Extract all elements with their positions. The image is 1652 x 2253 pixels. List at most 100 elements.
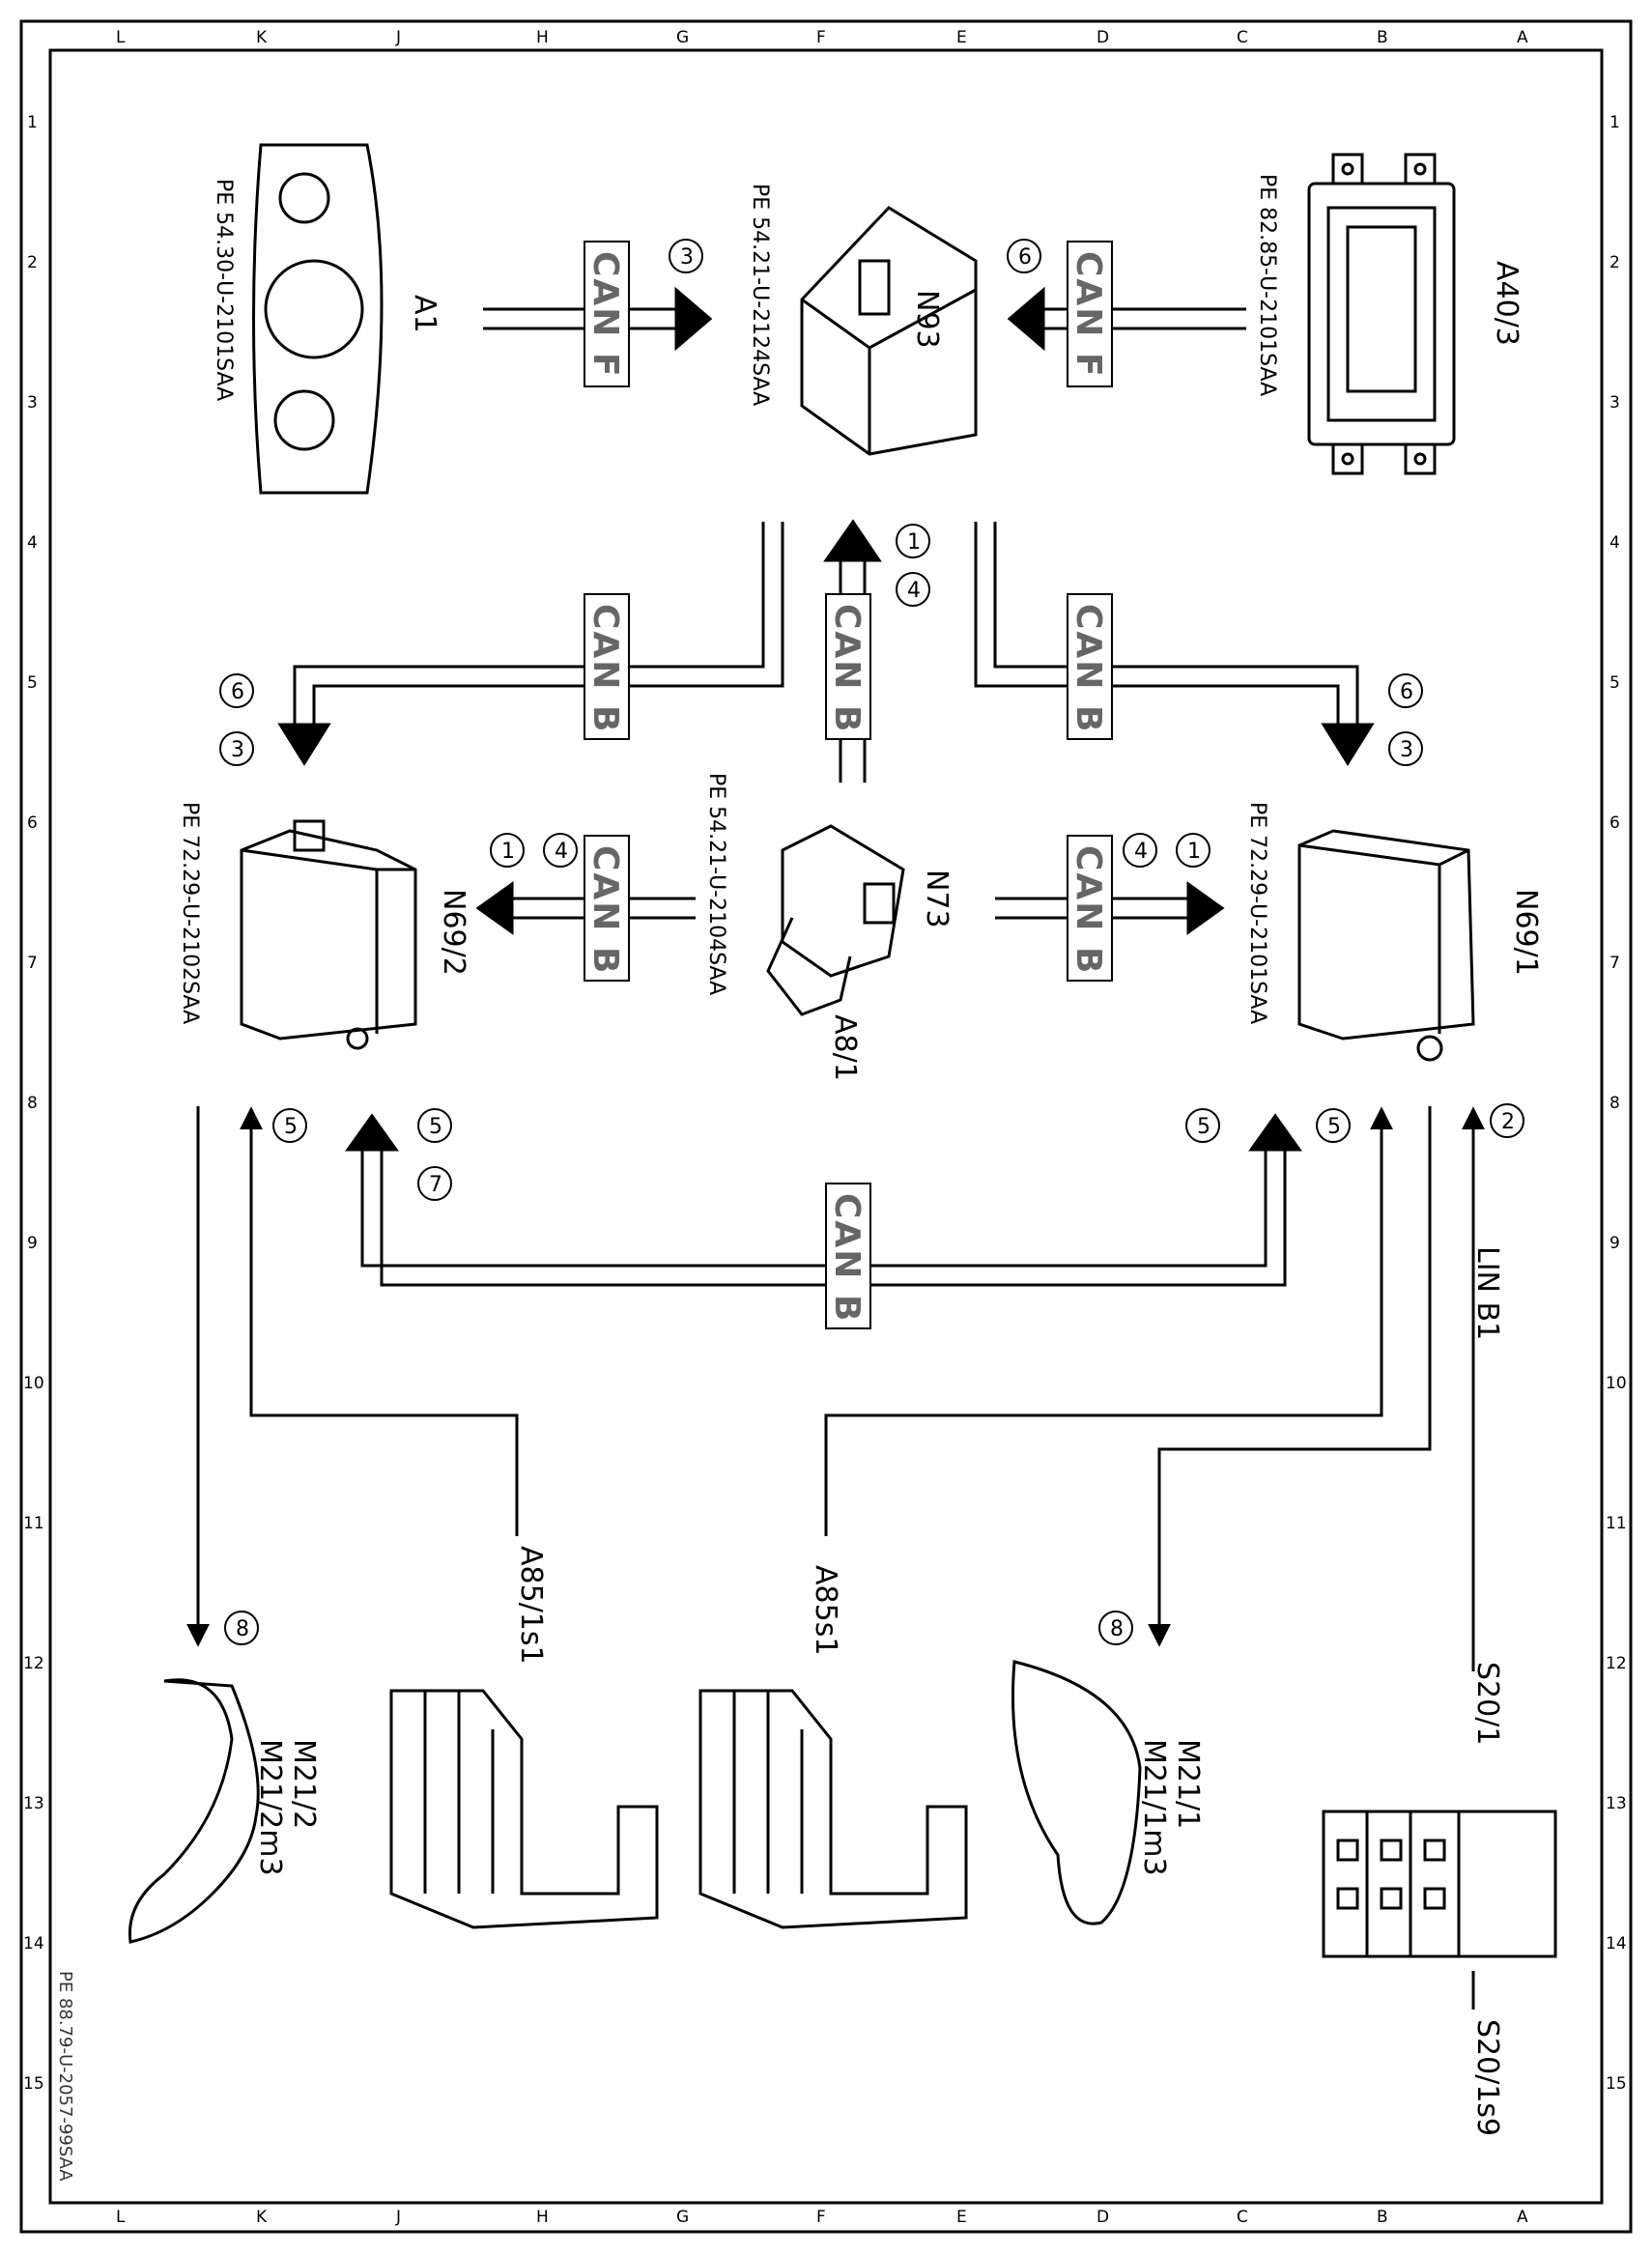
grid-row-label: 10 [1606,1374,1627,1393]
grid-row-label: 9 [1609,1234,1620,1253]
component-a85s1: A85s1 [698,1565,968,1929]
signal-4: 4 [907,579,921,603]
a1-code: A1 [408,295,441,333]
s20-1-unit-drawing [1322,1810,1557,1958]
grid-row-label: 11 [1606,1514,1627,1533]
can-b-mid-right-label: CAN B [1068,845,1108,975]
component-n69-2: N69/2 PE 72.29-U-2102SAA [178,802,470,1050]
arrow-can-f-a1-n93 [674,286,713,352]
grid-col-label: G [676,28,689,47]
inner-frame [48,48,1604,2205]
outer-frame [19,19,1633,2234]
a40-3-ref: PE 82.85-U-2101SAA [1255,174,1279,396]
drawing-id: PE 88.79-U-2057-99SAA [55,1971,75,2182]
grid-row-label: 1 [27,113,38,132]
connections [186,286,1485,2010]
grid-col-label: D [1097,28,1109,47]
can-b-upper-center-box [825,593,871,740]
grid-col-label: L [116,2208,126,2227]
grid-row-label: 7 [27,954,38,973]
n93-code: N93 [910,290,944,349]
arrow-can-b-to-n69-1 [1248,1113,1302,1152]
m21-1m3-code: M21/1m3 [1137,1739,1171,1876]
grid-col-label: L [116,28,126,47]
signal-5: 5 [1197,1115,1211,1139]
arrow-can-b-n93-n69-1 [1321,723,1375,766]
grid-rows: 1 2 3 4 5 6 7 8 9 10 11 12 13 14 15 1 2 … [23,113,1627,2094]
grid-row-label: 6 [1609,813,1620,833]
arrow-can-f-a40-n93 [1007,286,1045,352]
signal-3: 3 [680,245,694,270]
grid-row-label: 13 [23,1794,44,1813]
bus-labels: CAN F CAN F CAN B CAN B CAN B CAN B CAN … [584,241,1504,1340]
grid-col-label: B [1377,2208,1388,2227]
component-n93: N93 PE 54.21-U-2124SAA [748,184,978,456]
grid-col-label: B [1377,28,1388,47]
n73-code: N73 [920,870,954,928]
grid-col-label: J [395,2208,401,2227]
signal-4: 4 [1134,840,1148,864]
grid-col-label: G [676,2208,689,2227]
signal-6: 6 [231,680,244,704]
grid-col-label: A [1517,2208,1528,2227]
component-m21-2: M21/2 M21/2m3 [128,1678,321,1944]
grid-row-label: 5 [1609,673,1620,693]
n69-1-code: N69/1 [1509,889,1543,976]
arrow-can-b-n73-n69-1 [1186,881,1225,935]
grid-row-label: 3 [27,393,38,413]
can-b-n69-1-n69-2 [360,1150,1287,1287]
n69-2-unit-drawing [240,819,417,1050]
line-a85s1-n69-1 [824,1106,1393,1536]
can-f-right-box [1067,241,1113,387]
grid-col-label: E [956,2208,967,2227]
can-b-mid-left-label: CAN B [585,845,625,975]
can-f-right-label: CAN F [1068,251,1108,379]
signal-6: 6 [1018,245,1032,270]
signal-5: 5 [284,1115,298,1139]
grid-row-label: 2 [27,253,38,272]
grid-col-label: H [536,28,549,47]
grid-row-label: 13 [1606,1794,1627,1813]
grid-row-label: 2 [1609,253,1620,272]
grid-col-label: J [395,28,401,47]
component-n73: N73 A8/1 PE 54.21-U-2104SAA [704,773,954,1081]
line-a85-1s1-n69-2 [240,1106,519,1536]
grid-row-label: 5 [27,673,38,693]
can-b-upper-right-box [1067,593,1113,740]
grid-row-label: 14 [23,1934,44,1954]
n69-2-code: N69/2 [437,889,470,976]
m21-1-code: M21/1 [1171,1739,1205,1829]
a85-1s1-code: A85/1s1 [514,1546,548,1665]
n69-1-unit-drawing [1297,829,1475,1062]
arrow-can-b-n73-n93 [823,519,882,562]
a85s1-code: A85s1 [809,1565,842,1655]
grid-row-label: 12 [1606,1654,1627,1673]
grid-col-label: E [956,28,967,47]
grid-row-label: 4 [1609,533,1620,553]
n69-1-ref: PE 72.29-U-2101SAA [1245,802,1269,1024]
can-b-upper-center-label: CAN B [827,604,867,733]
grid-row-label: 3 [1609,393,1620,413]
signal-5: 5 [429,1115,442,1139]
grid-row-label: 1 [1609,113,1620,132]
a85-1s1-switch-drawing [389,1689,659,1929]
grid-col-label: C [1237,28,1248,47]
n73-ref: PE 54.21-U-2104SAA [704,773,728,995]
signal-1: 1 [501,840,515,864]
grid-row-label: 15 [1606,2074,1627,2094]
a40-3-code: A40/3 [1490,261,1524,346]
lin-b1-label: LIN B1 [1470,1246,1504,1340]
grid-col-label: C [1237,2208,1248,2227]
m21-2-code: M21/2 [287,1739,321,1829]
component-s20-1: S20/1 S20/1s9 [1322,1662,1557,2136]
n73-unit-drawing [766,824,905,1016]
a85s1-switch-drawing [698,1689,968,1929]
grid-row-label: 9 [27,1234,38,1253]
component-a85-1s1: A85/1s1 [389,1546,659,1929]
signal-1: 1 [907,530,921,555]
component-m21-1: M21/1 M21/1m3 [1011,1660,1205,1925]
grid-col-label: H [536,2208,549,2227]
n93-ref: PE 54.21-U-2124SAA [748,184,772,406]
grid-col-label: A [1517,28,1528,47]
can-b-mid-left-box [584,835,630,982]
